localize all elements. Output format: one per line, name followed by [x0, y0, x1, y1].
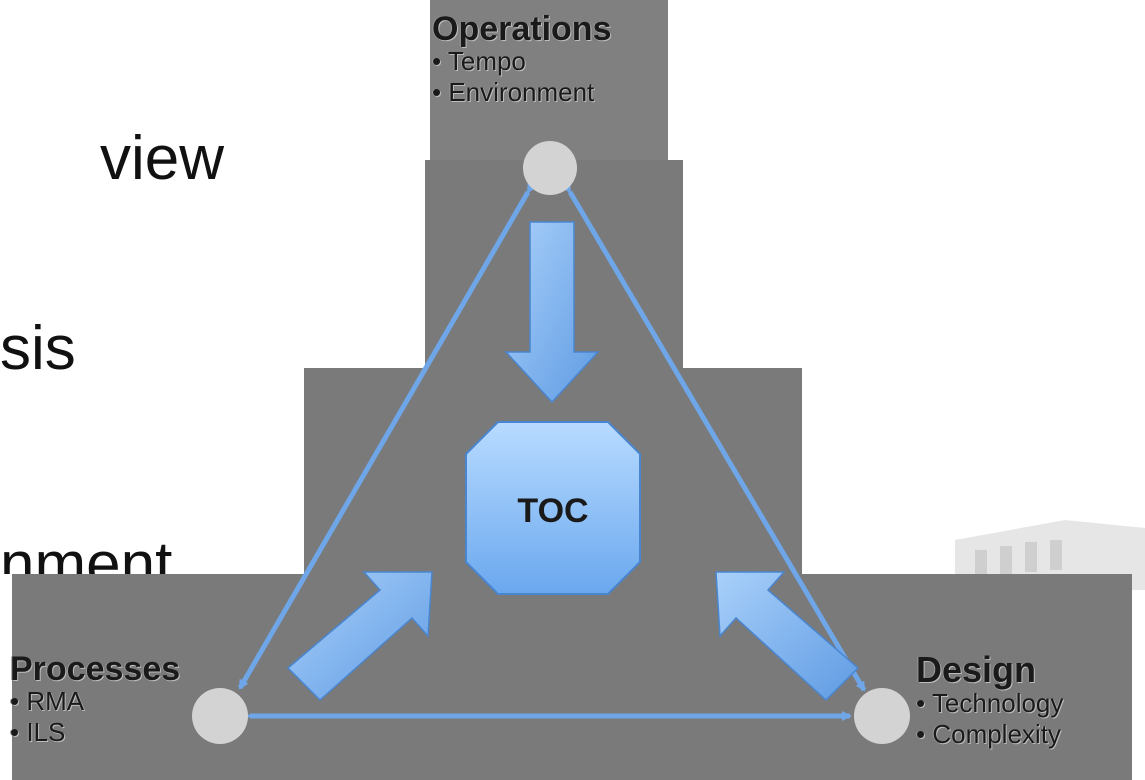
operations-label: Operations • Tempo • Environment [432, 12, 611, 108]
arrow-processes-to-toc [286, 571, 433, 702]
toc-label: TOC [517, 492, 588, 530]
operations-panel [430, 0, 668, 165]
arrow-operations-to-toc [504, 221, 600, 404]
triangle-connectors [237, 182, 867, 721]
operations-bullet-2: • Environment [432, 77, 595, 108]
processes-node-circle [192, 688, 248, 744]
design-bullet-2: • Complexity [916, 719, 1061, 750]
processes-bullet-1: • RMA [10, 686, 85, 716]
design-bullet-1: • Technology [916, 688, 1064, 718]
background-text-line-1: view [100, 124, 225, 193]
design-node-circle [854, 688, 910, 744]
toc-octagon [465, 421, 641, 595]
connector-operations-design [561, 182, 867, 692]
arrow-design-to-toc [715, 571, 860, 702]
background-text-line-2: sis [0, 314, 76, 383]
processes-bullet-2: • ILS [10, 717, 66, 748]
design-label: Design • Technology • Complexity [916, 652, 1063, 750]
building-image [955, 520, 1145, 590]
operations-title: Operations [432, 10, 612, 48]
operations-bullet-1: • Tempo [432, 46, 526, 76]
design-title: Design [916, 649, 1037, 690]
operations-node-circle [523, 141, 577, 195]
background-text-line-3: nment [0, 530, 173, 599]
connector-operations-processes [237, 182, 537, 690]
processes-title: Processes [10, 650, 181, 688]
processes-label: Processes • RMA • ILS [10, 652, 180, 748]
